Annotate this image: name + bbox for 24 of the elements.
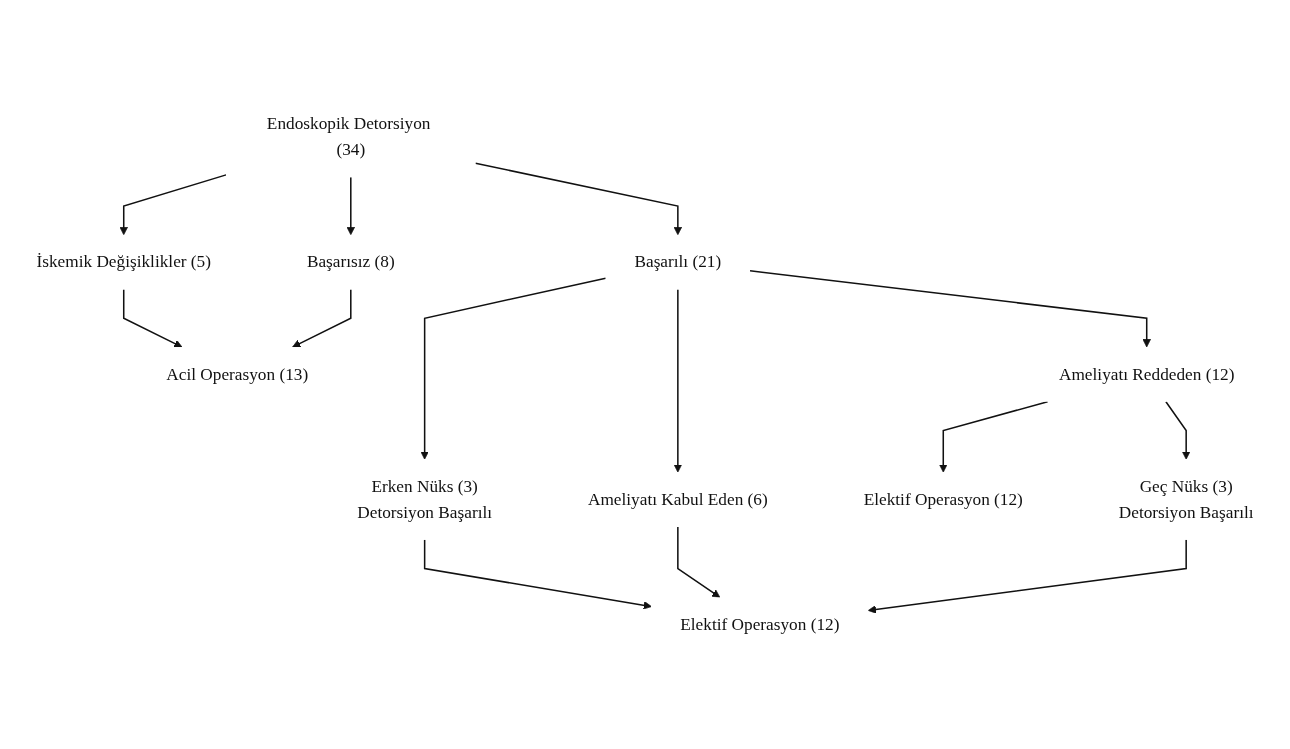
node-text: Elektif Operasyon (12): [680, 614, 840, 634]
node-text: Başarısız (8): [306, 252, 395, 272]
node-text: Endoskopik Detorsiyon (34): [266, 114, 431, 160]
arrow: [939, 401, 1049, 473]
node-text: Elektif Operasyon (12): [863, 489, 1023, 509]
arrow: [346, 176, 355, 236]
arrow: [673, 288, 683, 473]
arrow: [423, 539, 652, 610]
node-text: Ameliyatı Reddeden (12): [1058, 364, 1235, 384]
node-text: Geç Nüks (3) Detorsiyon Başarılı: [1118, 476, 1254, 522]
arrow: [1165, 401, 1191, 460]
arrow: [292, 288, 352, 348]
node-text: İskemik Değişiklikler (5): [36, 252, 212, 272]
arrow: [119, 174, 227, 236]
arrow: [677, 526, 721, 598]
node-text: Ameliyatı Kabul Eden (6): [587, 489, 768, 509]
arrow: [474, 162, 683, 236]
node-text: Başarılı (21): [634, 252, 722, 272]
node-text: Erken Nüks (3) Detorsiyon Başarılı: [357, 476, 493, 522]
arrow: [420, 277, 607, 460]
node-text: Acil Operasyon (13): [166, 364, 309, 384]
arrow: [749, 270, 1151, 348]
arrow: [122, 288, 183, 348]
arrow: [867, 539, 1187, 614]
